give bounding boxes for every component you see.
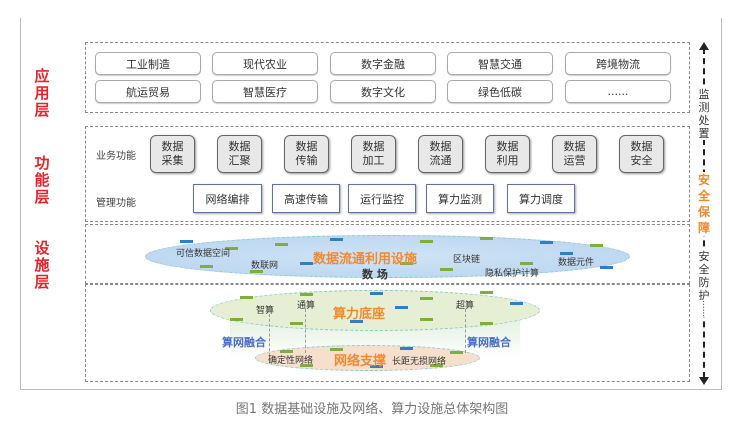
data-node-mark bbox=[400, 262, 413, 265]
management-function-item: 算力调度 bbox=[507, 184, 575, 213]
fusion-label-right: 算网融合 bbox=[467, 336, 511, 349]
data-node-mark bbox=[275, 243, 288, 246]
data-node-mark bbox=[450, 351, 463, 354]
data-node-mark bbox=[480, 291, 493, 294]
data-node-mark bbox=[480, 237, 493, 240]
data-node-mark bbox=[420, 240, 433, 243]
more-label: ...... bbox=[697, 300, 711, 318]
network-title: 网络支撑 bbox=[334, 354, 387, 369]
link-line bbox=[305, 309, 306, 353]
data-element: 数据元件 bbox=[558, 258, 595, 268]
business-function-item: 数据 安全 bbox=[619, 135, 664, 173]
data-node-mark bbox=[510, 302, 523, 305]
security-guarantee-label: 安全保障 bbox=[697, 172, 711, 236]
link-line bbox=[465, 309, 466, 353]
data-node-mark bbox=[280, 350, 293, 353]
app-item: 跨境物流 bbox=[565, 52, 671, 75]
management-function-label: 管理功能 bbox=[96, 198, 136, 209]
security-protection-label: 安全防护 bbox=[697, 250, 711, 302]
data-node-mark bbox=[350, 320, 363, 323]
data-node-mark bbox=[180, 240, 193, 243]
app-item: 智慧医疗 bbox=[212, 80, 318, 103]
layer-label-facility: 设施层 bbox=[34, 239, 50, 291]
data-node-mark bbox=[300, 293, 313, 296]
data-facility-title: 数据流通利用设施 bbox=[313, 252, 418, 267]
business-function-label: 业务功能 bbox=[96, 151, 136, 162]
management-function-item: 算力监测 bbox=[426, 184, 494, 213]
app-item: ...... bbox=[565, 80, 671, 103]
layer-label-function: 功能层 bbox=[34, 154, 50, 206]
app-item: 数字金融 bbox=[330, 52, 436, 75]
data-node-mark bbox=[480, 322, 493, 325]
data-node-mark bbox=[420, 318, 433, 321]
data-node-mark bbox=[230, 318, 243, 321]
data-field: 数 场 bbox=[362, 268, 388, 281]
monitor-label: 监测处置 bbox=[697, 88, 711, 140]
super-computing: 超算 bbox=[456, 301, 475, 311]
management-function-item: 运行监控 bbox=[348, 184, 416, 213]
app-item: 航运贸易 bbox=[95, 80, 201, 103]
privacy-computing: 隐私保护计算 bbox=[485, 269, 540, 279]
data-node-mark bbox=[330, 238, 343, 241]
arrow-up-icon bbox=[699, 42, 709, 50]
general-computing: 通算 bbox=[297, 301, 316, 311]
app-item: 绿色低碳 bbox=[447, 80, 553, 103]
fusion-label-left: 算网融合 bbox=[222, 336, 266, 349]
data-node-mark bbox=[330, 348, 343, 351]
data-node-mark bbox=[225, 247, 238, 250]
app-item: 工业制造 bbox=[95, 52, 201, 75]
business-function-item: 数据 流通 bbox=[418, 135, 463, 173]
data-node-mark bbox=[590, 244, 603, 247]
trusted-data-space: 可信数据空间 bbox=[176, 249, 231, 259]
data-node-mark bbox=[395, 306, 408, 309]
app-layer-box bbox=[85, 42, 690, 113]
app-item: 现代农业 bbox=[212, 52, 318, 75]
data-net: 数联网 bbox=[251, 261, 279, 271]
data-node-mark bbox=[440, 268, 453, 271]
management-function-item: 高速传输 bbox=[272, 184, 340, 213]
compute-title: 算力底座 bbox=[333, 307, 386, 322]
data-node-mark bbox=[200, 265, 213, 268]
data-node-mark bbox=[250, 270, 263, 273]
data-node-mark bbox=[300, 262, 313, 265]
data-node-mark bbox=[400, 347, 413, 350]
app-item: 智慧交通 bbox=[447, 52, 553, 75]
layer-label-app: 应用层 bbox=[34, 67, 50, 119]
data-node-mark bbox=[560, 252, 573, 255]
data-node-mark bbox=[420, 297, 433, 300]
data-facility-box bbox=[85, 224, 690, 284]
diagram-frame bbox=[20, 18, 722, 390]
arrow-down-icon bbox=[699, 377, 709, 385]
data-node-mark bbox=[290, 322, 303, 325]
data-node-mark bbox=[540, 241, 553, 244]
management-function-item: 网络编排 bbox=[193, 184, 262, 213]
business-function-item: 数据 运营 bbox=[552, 135, 597, 173]
data-node-mark bbox=[370, 365, 383, 368]
figure-caption: 图1 数据基础设施及网络、算力设施总体架构图 bbox=[235, 402, 509, 417]
blockchain: 区块链 bbox=[453, 255, 481, 265]
business-function-item: 数据 利用 bbox=[485, 135, 530, 173]
deterministic-network: 确定性网络 bbox=[268, 356, 314, 366]
business-function-item: 数据 传输 bbox=[284, 135, 329, 173]
business-function-item: 数据 加工 bbox=[351, 135, 396, 173]
function-layer-box bbox=[85, 126, 690, 222]
app-item: 数字文化 bbox=[330, 80, 436, 103]
compute-network-box bbox=[85, 284, 690, 382]
data-node-mark bbox=[300, 364, 313, 367]
data-node-mark bbox=[600, 266, 613, 269]
link-line bbox=[269, 314, 270, 356]
data-node-mark bbox=[240, 296, 253, 299]
data-node-mark bbox=[520, 262, 533, 265]
intelligent-computing: 智算 bbox=[256, 306, 275, 316]
business-function-item: 数据 采集 bbox=[150, 135, 195, 173]
data-node-mark bbox=[370, 292, 383, 295]
data-node-mark bbox=[430, 364, 443, 367]
business-function-item: 数据 汇聚 bbox=[217, 135, 262, 173]
lossless-network: 长距无损网络 bbox=[392, 357, 447, 367]
